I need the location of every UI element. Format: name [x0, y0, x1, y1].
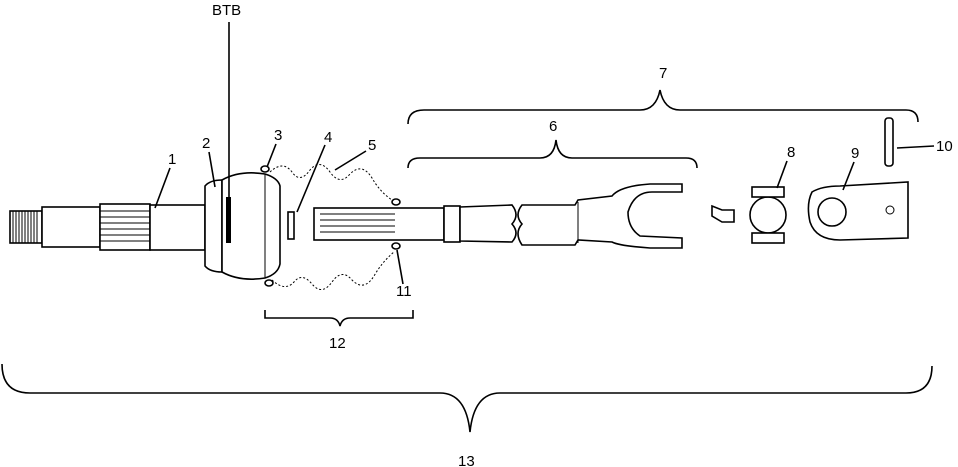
part-5-inner-shaft	[313, 198, 445, 250]
part-6-slip-yoke	[443, 183, 683, 249]
callout-13: 13	[458, 453, 475, 467]
part-10-roll-pin	[884, 117, 894, 167]
callout-10: 10	[936, 138, 953, 155]
callout-11: 11	[396, 283, 412, 300]
label-btb: BTB	[212, 2, 241, 19]
callout-3: 3	[274, 127, 282, 144]
callout-2: 2	[202, 135, 210, 152]
bracket-12	[264, 310, 414, 327]
callout-4: 4	[324, 129, 332, 146]
part-2-cv-housing	[204, 172, 281, 280]
callout-6: 6	[549, 118, 557, 135]
part-8-universal-joint	[711, 186, 787, 244]
callout-1: 1	[168, 151, 176, 168]
bracket-7	[407, 89, 919, 125]
bracket-13	[1, 363, 933, 433]
callout-12: 12	[329, 335, 346, 352]
part-12-cv-boot	[269, 164, 395, 290]
part-3-boot-clamp	[260, 165, 274, 287]
callout-5: 5	[368, 137, 376, 154]
leader-lines	[154, 22, 935, 285]
callout-8: 8	[787, 144, 795, 161]
part-9-yoke	[807, 181, 909, 241]
bracket-6	[407, 139, 698, 169]
part-1-stub-shaft	[9, 203, 206, 251]
callout-7: 7	[659, 65, 667, 82]
callout-9: 9	[851, 145, 859, 162]
part-4-retaining-ring	[287, 211, 295, 240]
